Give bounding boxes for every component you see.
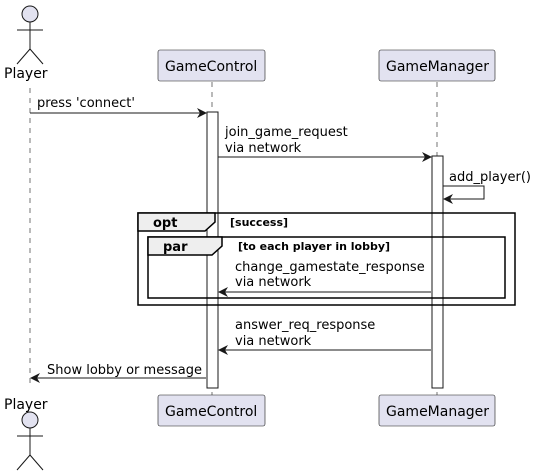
par-guard: [to each player in lobby] — [238, 240, 390, 253]
message-answer-req-response: answer_req_response — [235, 318, 375, 333]
par-keyword: par — [163, 240, 188, 255]
message-answer-req-response-sub: via network — [235, 334, 312, 349]
opt-fragment — [137, 212, 516, 306]
player-label-bottom: Player — [4, 397, 48, 413]
message-change-gamestate-response: change_gamestate_response — [235, 260, 425, 275]
opt-guard: [success] — [230, 216, 288, 229]
opt-keyword: opt — [153, 216, 177, 231]
gamemanager-box-top — [378, 49, 496, 82]
par-fragment — [147, 236, 506, 299]
gamemanager-box-bottom — [378, 394, 496, 427]
par-fragment-tab — [147, 236, 223, 256]
gamemanager-label-top: GameManager — [386, 59, 489, 75]
gamecontrol-label-top: GameControl — [165, 59, 257, 75]
message-join-game-request-sub: via network — [225, 141, 302, 156]
opt-fragment-tab — [137, 212, 216, 232]
message-show-lobby: Show lobby or message — [47, 363, 202, 378]
message-join-game-request: join_game_request — [224, 125, 348, 140]
gamemanager-activation — [431, 155, 444, 389]
gamecontrol-box-bottom — [157, 394, 266, 427]
message-press-connect: press 'connect' — [37, 96, 135, 111]
player-actor-top — [16, 5, 44, 65]
player-label-top: Player — [4, 66, 48, 82]
player-actor-bottom — [16, 411, 44, 471]
arrow-add-player — [443, 185, 485, 204]
gamecontrol-box-top — [157, 49, 266, 82]
message-add-player: add_player() — [449, 170, 531, 185]
message-change-gamestate-response-sub: via network — [235, 275, 312, 290]
gamecontrol-label-bottom: GameControl — [165, 404, 257, 420]
gamemanager-label-bottom: GameManager — [386, 404, 489, 420]
